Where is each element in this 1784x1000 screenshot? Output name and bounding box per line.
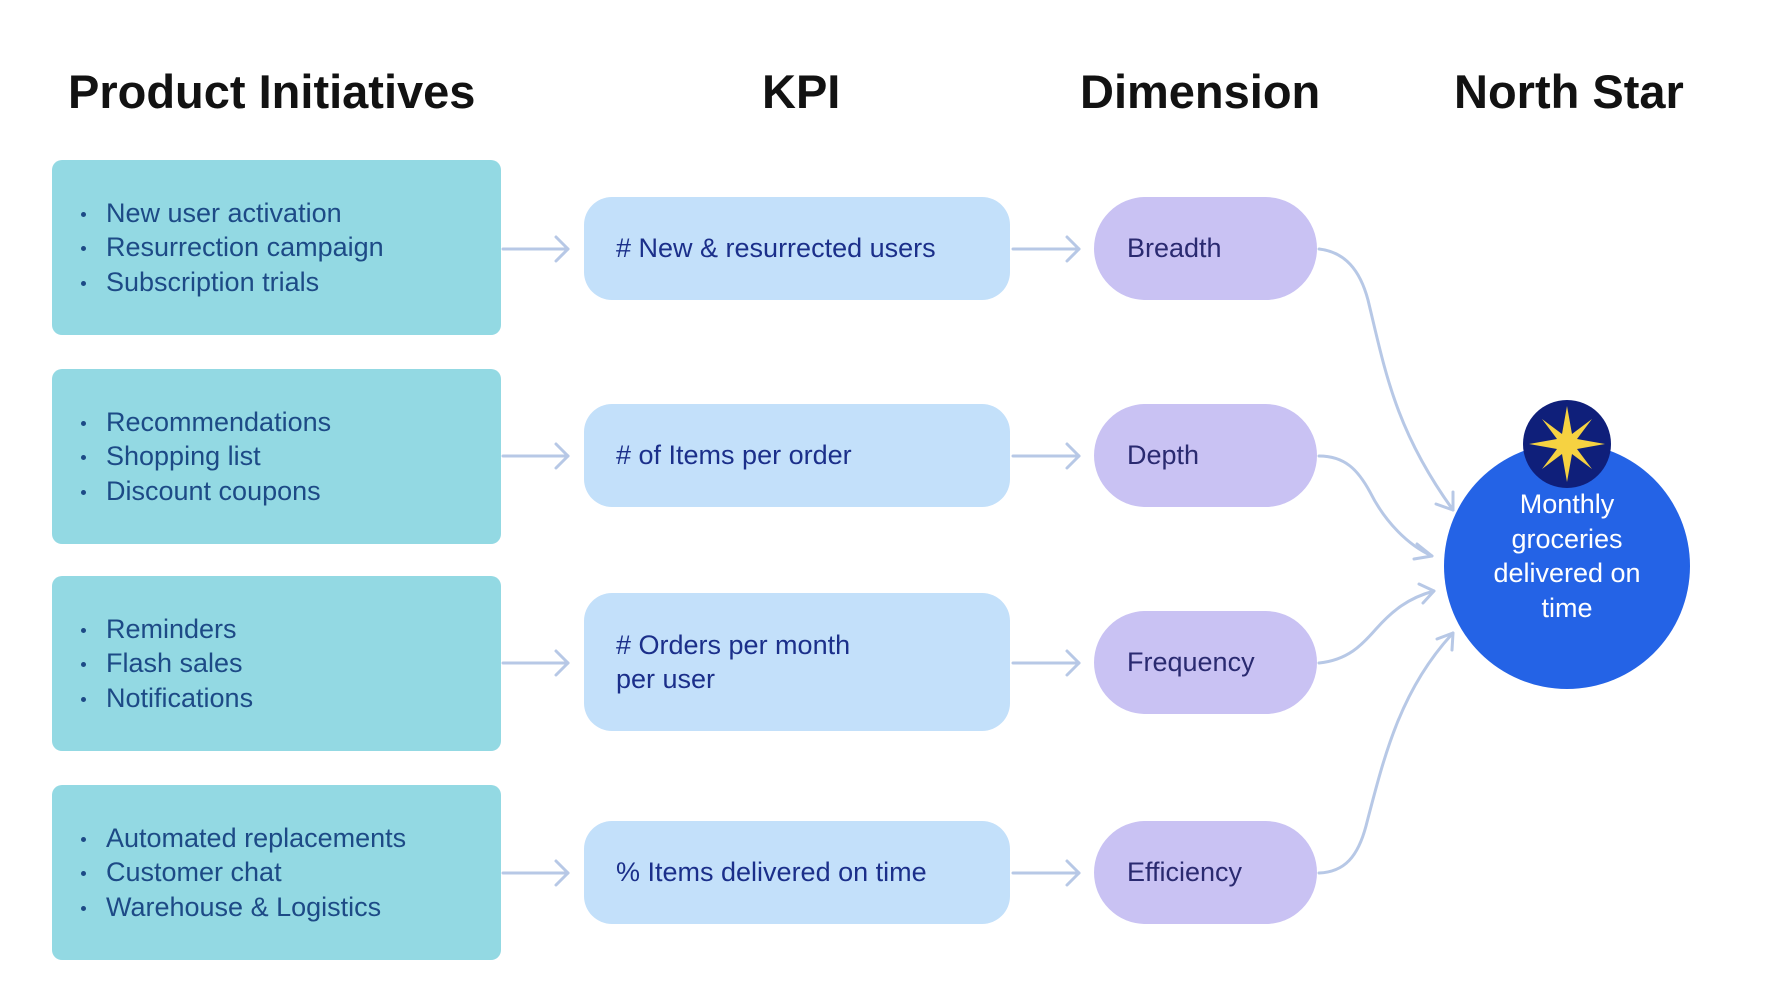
initiative-item: Subscription trials	[81, 265, 384, 300]
arrow-kpi-to-dimension-3	[1011, 649, 1081, 677]
dimension-breadth: Breadth	[1094, 197, 1317, 300]
arrow-initiative-to-kpi-1	[501, 235, 570, 263]
header-north-star: North Star	[1454, 65, 1684, 118]
north-star-label: Monthly groceries delivered on time	[1493, 489, 1641, 623]
initiative-list: Recommendations Shopping list Discount c…	[52, 405, 331, 509]
kpi-label: # Orders per month per user	[616, 629, 851, 695]
initiative-list: Automated replacements Customer chat War…	[52, 821, 406, 925]
initiative-item: Customer chat	[80, 855, 406, 890]
arrow-initiative-to-kpi-3	[501, 649, 570, 677]
initiative-box-2: Recommendations Shopping list Discount c…	[52, 369, 501, 544]
arrow-breadth-to-north-star	[1317, 247, 1455, 512]
initiative-item: Recommendations	[80, 405, 331, 440]
kpi-label: # New & resurrected users	[616, 233, 936, 264]
kpi-box-4: % Items delivered on time	[584, 821, 1010, 924]
initiative-item: Notifications	[80, 681, 253, 716]
initiative-list: Reminders Flash sales Notifications	[52, 612, 253, 716]
initiative-box-1: New user activation Resurrection campaig…	[52, 160, 501, 335]
arrow-initiative-to-kpi-2	[501, 442, 570, 470]
initiative-list: New user activation Resurrection campaig…	[52, 196, 384, 300]
arrow-kpi-to-dimension-2	[1011, 442, 1081, 470]
initiative-item: Shopping list	[80, 439, 331, 474]
arrow-kpi-to-dimension-1	[1011, 235, 1081, 263]
header-product-initiatives: Product Initiatives	[68, 65, 476, 118]
initiative-item: New user activation	[81, 196, 384, 231]
dimension-label: Depth	[1127, 440, 1200, 470]
dimension-label: Efficiency	[1127, 857, 1243, 887]
kpi-label: # of Items per order	[616, 440, 852, 471]
initiative-item: Reminders	[80, 612, 253, 647]
initiative-item: Automated replacements	[80, 821, 406, 856]
dimension-frequency: Frequency	[1094, 611, 1317, 714]
arrow-depth-to-north-star	[1317, 454, 1434, 561]
header-kpi: KPI	[762, 65, 841, 118]
header-dimension: Dimension	[1080, 65, 1321, 118]
dimension-label: Breadth	[1127, 233, 1222, 263]
arrow-frequency-to-north-star	[1317, 582, 1436, 665]
arrow-efficiency-to-north-star	[1317, 631, 1455, 875]
kpi-box-3: # Orders per month per user	[584, 593, 1010, 731]
initiative-item: Flash sales	[80, 646, 253, 681]
dimension-label: Frequency	[1127, 647, 1255, 677]
star-icon	[1529, 406, 1605, 482]
dimension-efficiency: Efficiency	[1094, 821, 1317, 924]
initiative-box-3: Reminders Flash sales Notifications	[52, 576, 501, 751]
initiative-item: Warehouse & Logistics	[80, 890, 406, 925]
star-badge	[1523, 400, 1611, 488]
dimension-depth: Depth	[1094, 404, 1317, 507]
kpi-box-2: # of Items per order	[584, 404, 1010, 507]
initiative-item: Resurrection campaign	[81, 230, 384, 265]
arrow-initiative-to-kpi-4	[501, 859, 570, 887]
initiative-box-4: Automated replacements Customer chat War…	[52, 785, 501, 960]
kpi-box-1: # New & resurrected users	[584, 197, 1010, 300]
initiative-item: Discount coupons	[80, 474, 331, 509]
kpi-label: % Items delivered on time	[616, 857, 927, 888]
arrow-kpi-to-dimension-4	[1011, 859, 1081, 887]
